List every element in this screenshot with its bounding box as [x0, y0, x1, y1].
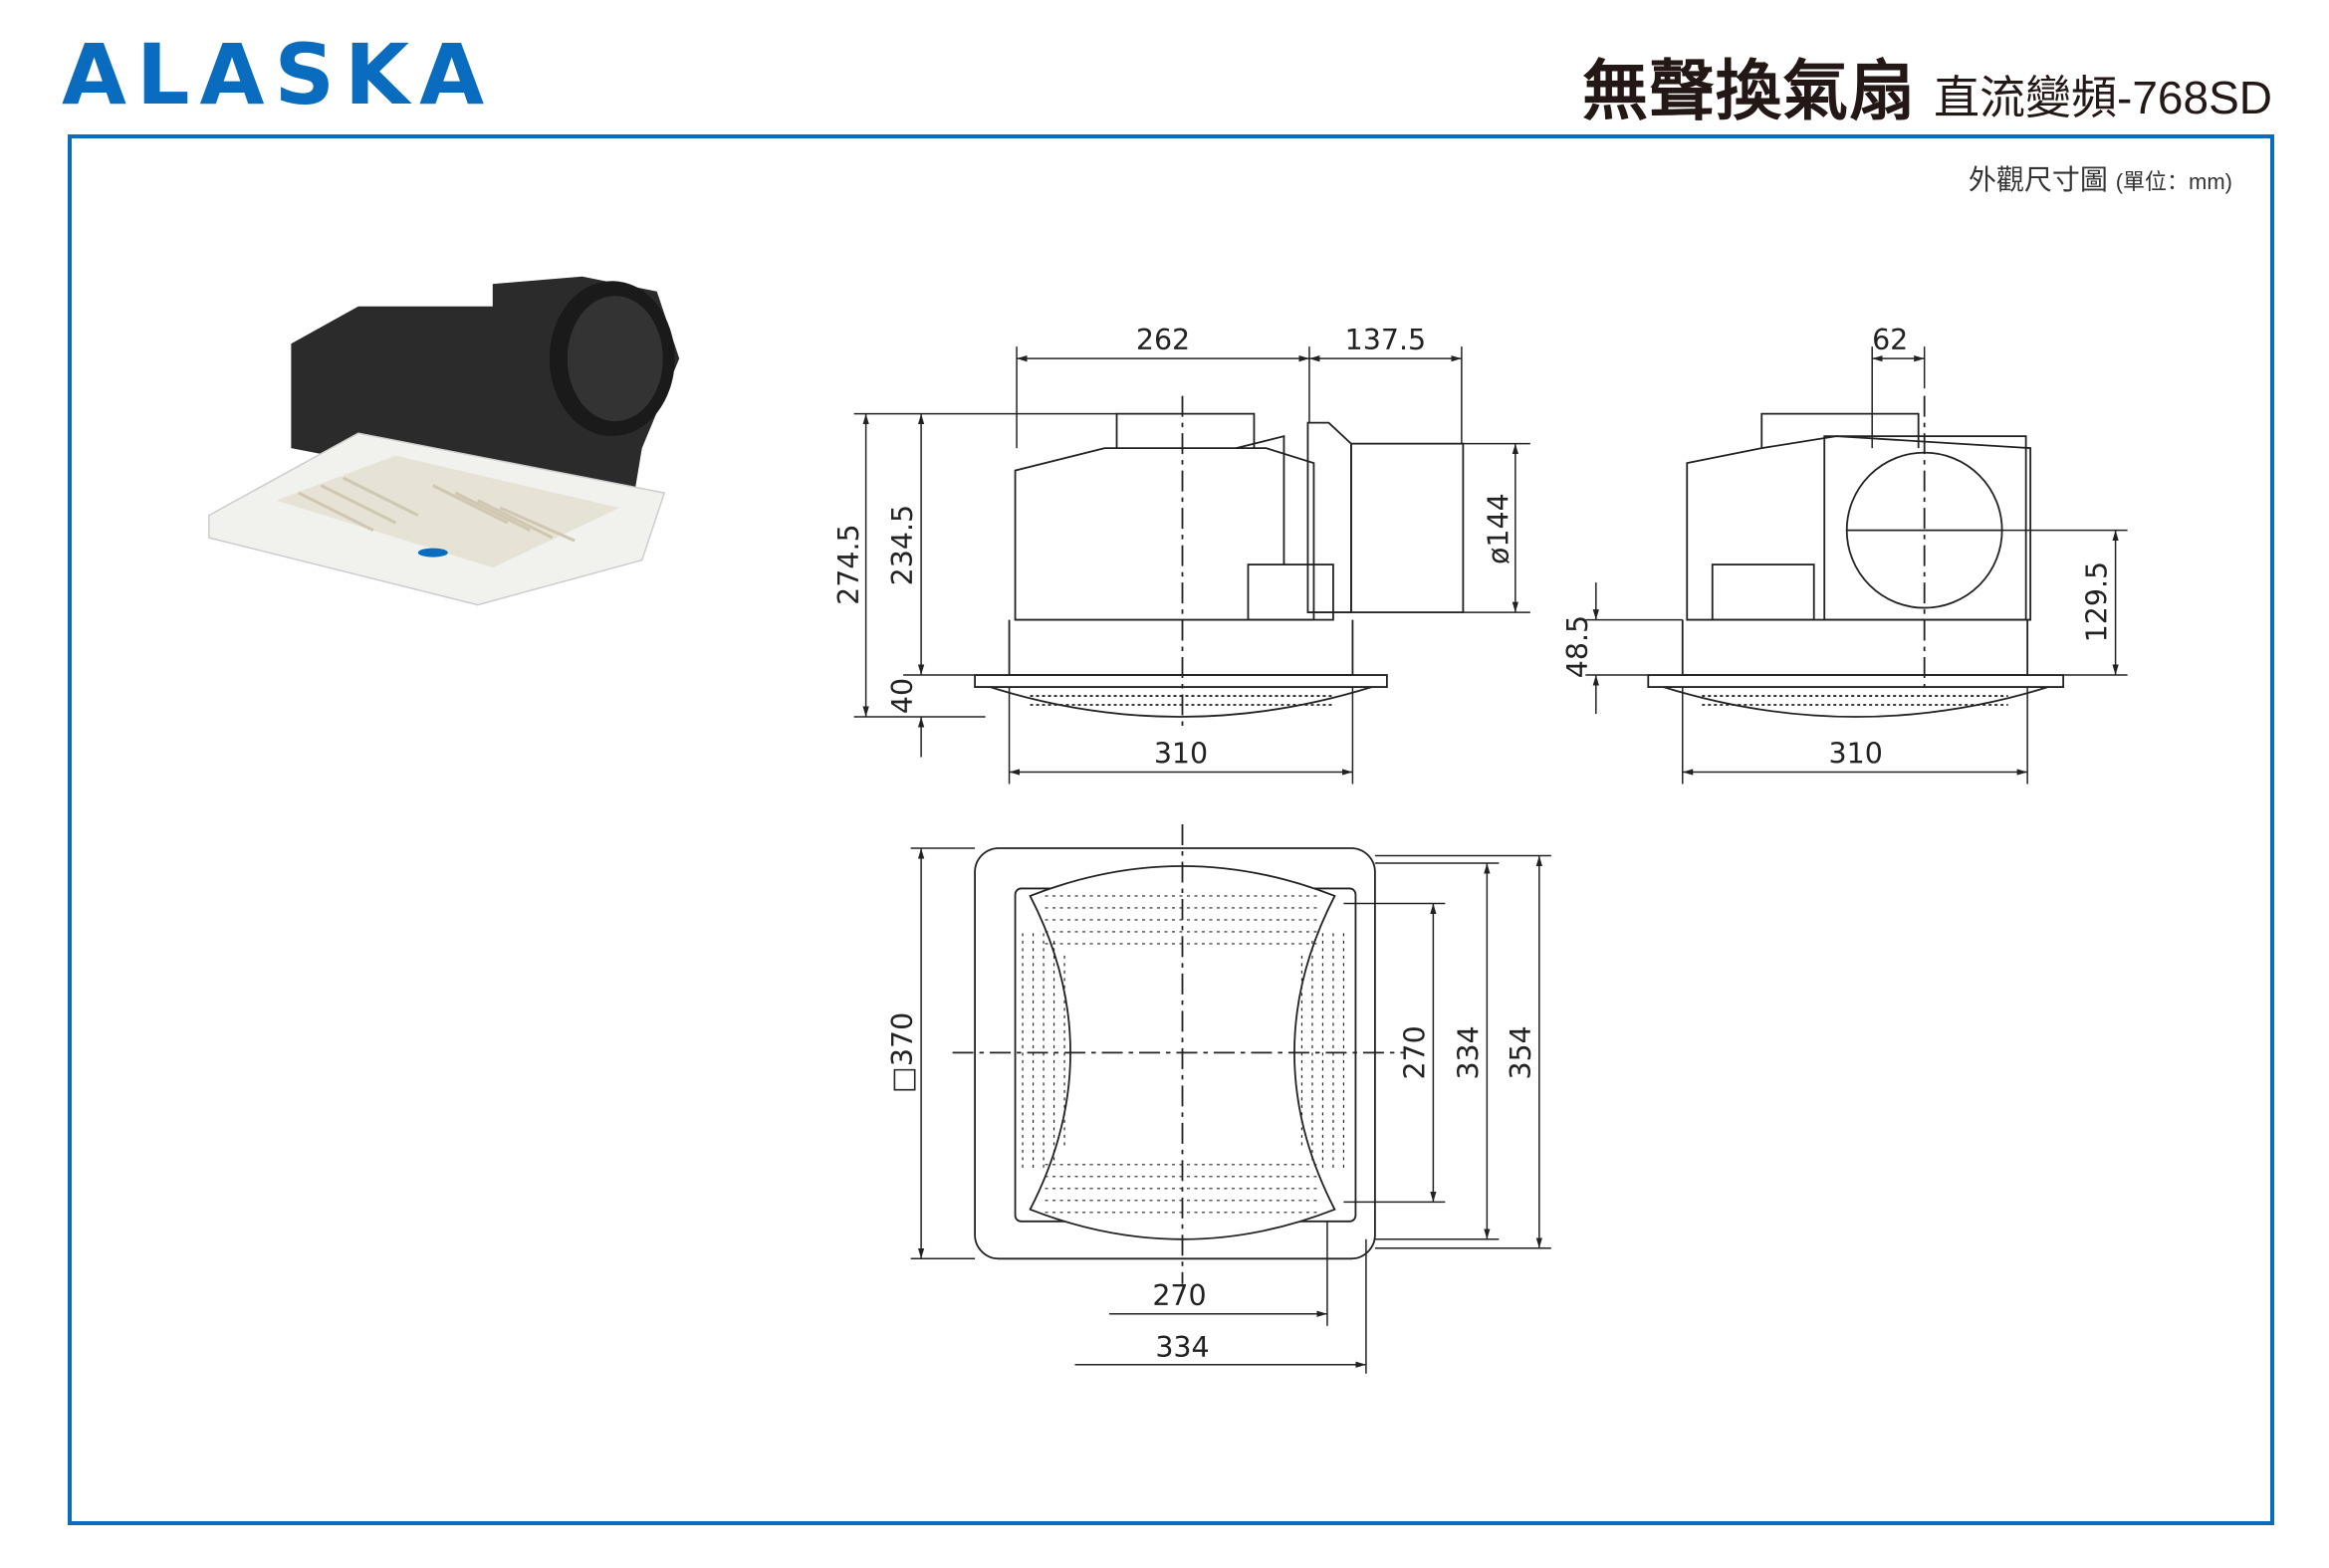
- dim-334-vertical: 334: [1452, 1025, 1485, 1079]
- dim-129-5: 129.5: [2081, 561, 2114, 643]
- dim-duct-diameter: ø144: [1482, 493, 1514, 564]
- product-model: 直流變頻-768SD: [1934, 72, 2272, 123]
- product-photo: [208, 276, 680, 606]
- dim-310-front: 310: [1154, 738, 1208, 771]
- dim-310-side: 310: [1829, 738, 1883, 771]
- dim-62: 62: [1872, 324, 1908, 356]
- page-title: 無聲換氣扇直流變頻-768SD: [1582, 38, 2272, 133]
- dim-370: □370: [886, 1012, 919, 1093]
- dim-334-horizontal: 334: [1155, 1331, 1209, 1364]
- drawing-caption: 外觀尺寸圖 (單位：mm): [1969, 158, 2232, 198]
- product-title: 無聲換氣扇: [1582, 54, 1917, 127]
- caption-label: 外觀尺寸圖: [1968, 164, 2108, 195]
- drawing-frame: 外觀尺寸圖 (單位：mm): [68, 134, 2274, 1525]
- dim-274-5: 274.5: [832, 524, 865, 605]
- front-view: [853, 346, 1530, 784]
- alaska-logo: ALASKA: [62, 26, 495, 123]
- dim-137-5: 137.5: [1345, 324, 1427, 356]
- dim-270-vertical: 270: [1398, 1025, 1431, 1079]
- dim-40: 40: [886, 678, 919, 714]
- bottom-view: [910, 823, 1551, 1374]
- dim-234-5: 234.5: [886, 505, 919, 586]
- dim-270-horizontal: 270: [1152, 1279, 1206, 1312]
- caption-unit: (單位：mm): [2115, 169, 2232, 194]
- dim-354-vertical: 354: [1505, 1025, 1537, 1079]
- dim-262: 262: [1136, 324, 1190, 356]
- dim-48-5: 48.5: [1561, 615, 1594, 678]
- side-view: [1585, 346, 2128, 784]
